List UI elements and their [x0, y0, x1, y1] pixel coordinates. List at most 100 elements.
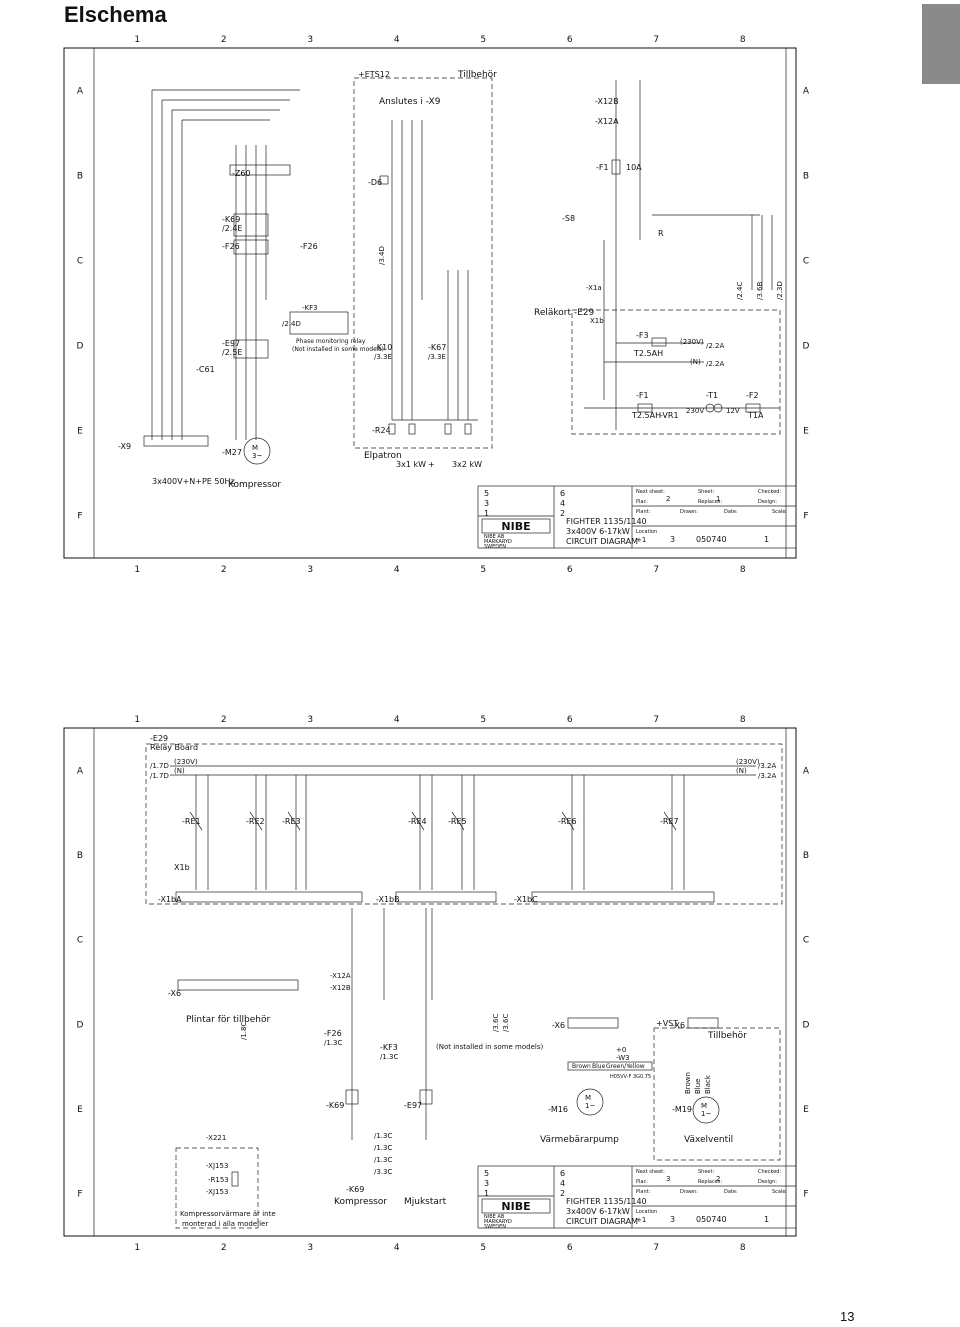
ref-17d-1: /1.7D [150, 762, 169, 770]
sheet1-border [63, 47, 797, 559]
kompressor-s2-label: Kompressor [334, 1197, 387, 1207]
vaxelventil-label: Växelventil [684, 1135, 733, 1145]
d6-label: -D6 [368, 178, 382, 187]
not-installed-label: (Not installed in some models) [436, 1043, 543, 1051]
sheet1-revision-left: 1 [484, 509, 489, 518]
sheet2-col-label-bottom: 4 [394, 1243, 400, 1253]
ref-34d: /3.4D [378, 246, 386, 265]
sheet2-col-label-bottom: 8 [740, 1243, 746, 1253]
v230-right: (230V) [736, 758, 760, 766]
sheet2-row-label-left: C [77, 936, 83, 946]
black2-label: Black [704, 1074, 712, 1094]
sheet1-sheet-label: Sheet: [698, 489, 714, 495]
ref-36c-2: /3.6C [502, 1014, 510, 1032]
x221-label: -X221 [206, 1134, 226, 1142]
svg-text:3~: 3~ [252, 452, 262, 460]
k10-ref: /3.3E [374, 353, 392, 361]
ref-13c-3: /1.3C [374, 1156, 392, 1164]
pe-marker: +0 [616, 1046, 626, 1054]
svg-text:M: M [585, 1094, 591, 1102]
relay-board-label: Relay Board [150, 743, 198, 752]
sheet2-plac-label: Plac: [636, 1179, 648, 1185]
sheet1-row-label-right: F [803, 512, 808, 522]
kw1-label: 3x1 kW [396, 460, 426, 469]
phase-relay-label: Phase monitoring relay [296, 338, 366, 345]
sheet2-row-label-left: F [77, 1190, 82, 1200]
sheet2-doc-index: 1 [764, 1215, 769, 1224]
sheet1-row-label-left: A [77, 87, 84, 97]
tillbehor-s2-label: Tillbehör [707, 1031, 747, 1041]
sheet2-company: NIBE AB [484, 1214, 505, 1220]
phase-relay-box [289, 311, 349, 335]
blue-label: Blue [592, 1063, 606, 1070]
svg-text:M: M [701, 1102, 707, 1110]
re7-label: -RE7 [660, 817, 679, 826]
k10-label: -K10 [374, 343, 392, 352]
f1-top-label: -F1 [596, 163, 609, 172]
re1-label: -RE1 [182, 817, 201, 826]
sheet1-col-label-top: 8 [740, 35, 746, 45]
sheet2-checked-label: Checked: [758, 1169, 781, 1175]
ref-18c: /1.8C [240, 1022, 248, 1040]
sheet1-row-label-left: C [77, 257, 83, 267]
sheet1-revision-left: 5 [484, 489, 489, 498]
x1ba-label: -X1bA [158, 895, 182, 904]
e97-label: -E97 [222, 339, 240, 348]
sheet1-revision-right: 2 [560, 509, 565, 518]
c61-label: -C61 [196, 365, 215, 374]
ref-24c: /2.4C [736, 282, 744, 300]
kf3-ref-s2: /1.3C [380, 1053, 398, 1061]
k69-label: -K69 [222, 215, 240, 224]
sheet1-sheet: 1 [716, 495, 720, 503]
sheet1-row-label-right: E [803, 427, 809, 437]
sheet1-col-label-top: 7 [653, 35, 659, 45]
sheet1-location-label: Location [636, 529, 657, 535]
sheet2-location: +1 [636, 1216, 646, 1224]
sheet2-revision-right: 6 [560, 1169, 565, 1178]
supply-label: 3x400V+N+PE 50Hz [152, 477, 235, 486]
sheet1-product: FIGHTER 1135/1140 [566, 517, 647, 526]
sheet1-plac-label: Plac: [636, 499, 648, 505]
sheet2-col-label-top: 7 [653, 715, 659, 725]
x9-strip [143, 435, 209, 447]
tillbehor-label: Tillbehör [457, 70, 497, 80]
sheet1-col-label-top: 3 [307, 35, 313, 45]
sheet1-row-label-right: D [803, 342, 810, 352]
sheet2-revision-right: 2 [560, 1189, 565, 1198]
sheet1-doc-type: CIRCUIT DIAGRAM [566, 537, 638, 546]
f1-bottom-label: -F1 [636, 391, 649, 400]
x1b-label: X1b [174, 863, 190, 872]
sheet2-row-label-right: C [803, 936, 809, 946]
plus-label: + [428, 460, 435, 469]
r153-label: -R153 [208, 1176, 229, 1184]
page-number: 13 [840, 1309, 855, 1324]
sheet1-date-label: Date: [724, 509, 738, 515]
f3-rating: T2.5AH [633, 349, 663, 358]
sheet2-row-label-left: D [77, 1020, 84, 1030]
sheet1-row-label-right: B [803, 172, 809, 182]
f3-label: -F3 [636, 331, 649, 340]
m27-label: -M27 [222, 448, 242, 457]
relay-board-area [145, 743, 783, 905]
sheet1-col-label-bottom: 2 [221, 565, 227, 575]
sheet2-logo: NIBE [501, 1200, 530, 1213]
sheet1-revision-right: 4 [560, 499, 565, 508]
k67-label: -K67 [428, 343, 446, 352]
sheet2-sheet-label: Sheet: [698, 1169, 714, 1175]
sheet2-row-label-right: F [803, 1190, 808, 1200]
sheet2-spec: 3x400V 6-17kW [566, 1207, 630, 1216]
circulation-pump-motor [576, 1088, 604, 1116]
sheet2-col-label-bottom: 1 [134, 1243, 140, 1253]
re3-label: -RE3 [282, 817, 301, 826]
sheet1-col-label-bottom: 3 [307, 565, 313, 575]
sheet1-col-label-top: 1 [134, 35, 140, 45]
ref-22a-1: /2.2A [706, 342, 724, 350]
sheet1-col-label-bottom: 5 [480, 565, 486, 575]
sheet2-col-label-bottom: 5 [480, 1243, 486, 1253]
sheet1-company-city: MARKARYD [484, 539, 512, 545]
vn-left: (N) [174, 767, 185, 775]
